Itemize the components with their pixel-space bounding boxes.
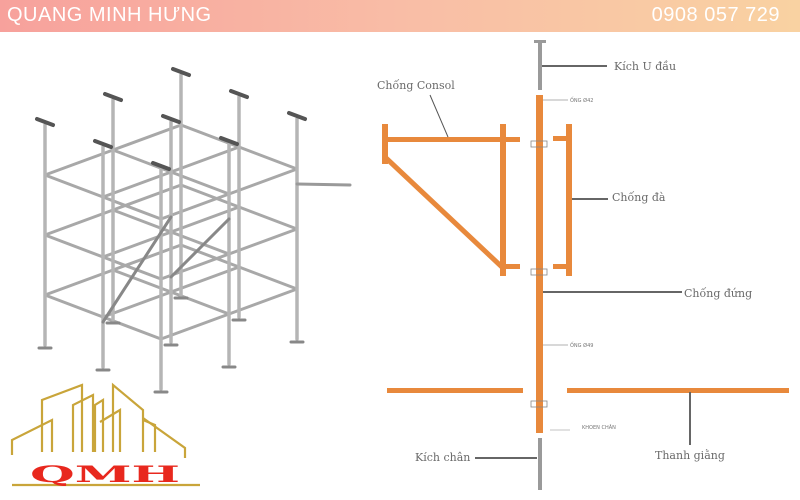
logo-building-outline	[111, 382, 145, 452]
vertical-standard	[536, 95, 543, 433]
logo-building-outline	[93, 398, 105, 452]
leader-consol	[429, 94, 449, 138]
ledger	[43, 173, 105, 199]
u-head	[93, 139, 113, 149]
label-brace: Thanh giằng	[655, 449, 725, 462]
ledger	[237, 205, 299, 231]
phone-number: 0908 057 729	[651, 4, 780, 26]
logo-building-outline	[142, 417, 187, 458]
logo-building-outline	[71, 393, 95, 452]
brace	[169, 217, 231, 279]
u-head	[229, 89, 249, 99]
label-beam-prop: Chống đà	[612, 191, 666, 204]
u-head	[287, 111, 307, 121]
u-head	[219, 136, 239, 146]
header-banner: QUANG MINH HƯNG 0908 057 729	[0, 0, 800, 32]
label-foot-ring: KHOEN CHÂN	[582, 424, 616, 431]
scaffold-3d-view	[35, 67, 352, 394]
logo-building-outline	[99, 408, 122, 452]
u-head	[161, 114, 181, 124]
ledger	[43, 293, 105, 319]
label-tube-49: ỐNG Ø49	[570, 341, 593, 349]
consol-end-plate	[382, 124, 388, 164]
logo-building-outline	[40, 383, 84, 452]
logo-building-outline	[10, 418, 54, 455]
beam-prop-arm-bottom	[553, 264, 568, 269]
consol-diagonal	[384, 156, 505, 270]
beam-prop	[566, 124, 572, 276]
u-head-jack	[538, 40, 542, 90]
consol-arm	[295, 182, 352, 187]
ledger-right	[567, 388, 789, 393]
u-head	[35, 117, 55, 127]
qmh-logo	[10, 382, 200, 487]
label-tube-42: ỐNG Ø42	[570, 96, 593, 104]
ledger	[237, 265, 299, 291]
ledger	[237, 145, 299, 171]
ring-cups	[530, 140, 548, 408]
scaffold-part-diagram: Kích U đầu ỐNG Ø42 Chống đứng ỐNG Ø49 KH…	[377, 40, 789, 490]
u-head	[171, 67, 191, 77]
logo-text: QMH	[30, 462, 180, 488]
base-jack	[538, 438, 542, 490]
consol-post	[500, 124, 506, 276]
label-base-jack: Kích chân	[415, 451, 470, 464]
label-u-jack: Kích U đầu	[614, 60, 676, 73]
consol-top-bar	[385, 137, 520, 142]
brace	[101, 215, 173, 324]
beam-prop-arm-top	[553, 136, 568, 141]
label-consol: Chống Consol	[377, 79, 455, 92]
u-head-plate	[534, 40, 546, 43]
label-vertical: Chống đứng	[684, 287, 752, 300]
u-head	[151, 161, 171, 171]
ledger-left	[387, 388, 523, 393]
consol-bottom-bar	[503, 264, 520, 269]
u-head	[103, 92, 123, 102]
brand-name: QUANG MINH HƯNG	[7, 4, 212, 26]
ledger	[43, 233, 105, 259]
